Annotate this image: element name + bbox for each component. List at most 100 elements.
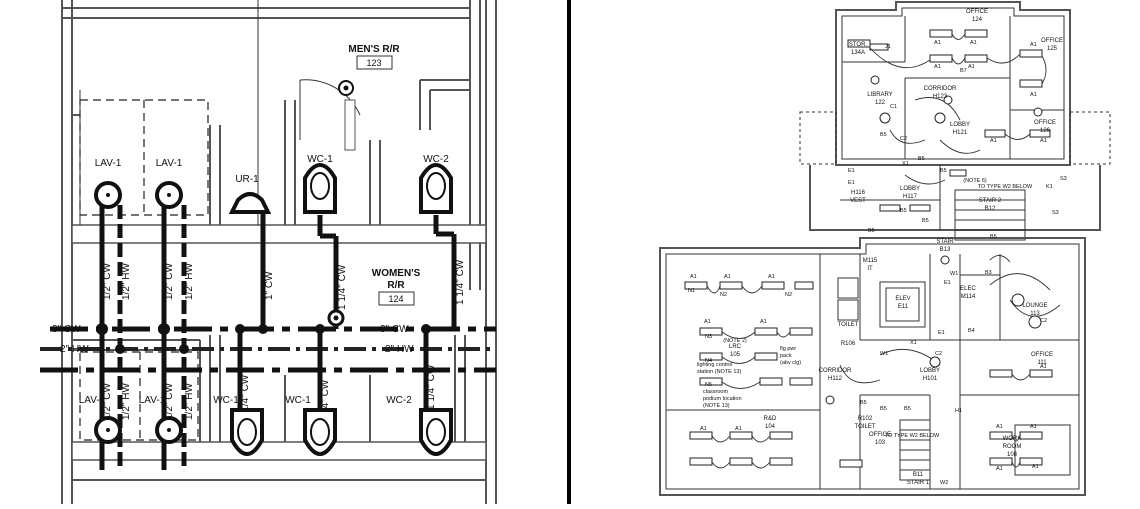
circuit-tag: E1 — [848, 168, 855, 174]
room-stair-b13-name: STAIR — [936, 239, 954, 245]
note-to-type-w2-below: TO TYPE W2 BELOW — [978, 184, 1033, 190]
circuit-tag: A1 — [724, 274, 731, 280]
room-toilet-r102-name: TOILET — [855, 424, 876, 430]
room-stor-number: 134A — [851, 50, 865, 56]
circuit-tag: N3 — [705, 334, 712, 340]
room-lounge-number: 113 — [1030, 311, 1040, 317]
room-corridor-h123-number: H123 — [933, 94, 948, 100]
circuit-tag: N1 — [688, 288, 695, 294]
circuit-tag: E1 — [848, 180, 855, 186]
room-lobby-h121-name: LOBBY — [950, 122, 970, 128]
main-cw-label-left: 3" CW — [52, 324, 81, 335]
room-library-number: 122 — [875, 100, 886, 106]
room-corridor-h123-name: CORRIDOR — [924, 86, 957, 92]
room-office125-name: OFFICE — [1041, 38, 1063, 44]
circuit-tag: A1 — [768, 274, 775, 280]
note-6: (NOTE 6) — [963, 178, 987, 184]
plumbing-plan: MEN'S R/R 123 WOMEN'S R/R 124 3" CW 3" C… — [0, 0, 566, 504]
circuit-tag: A1 — [934, 64, 941, 70]
circuit-tag: C2 — [1040, 318, 1047, 324]
fixture-lav-upper-a: LAV-1 — [95, 158, 122, 169]
fixture-lav-upper-b: LAV-1 — [156, 158, 183, 169]
main-cw-label-right: 3" CW — [380, 324, 409, 335]
round-fixtures — [825, 75, 1043, 405]
room-work-room-number: 108 — [1007, 452, 1018, 458]
fixture-wc-lower-a: WC-1 — [213, 395, 239, 406]
circuit-tag: B5 — [868, 228, 875, 234]
riser-label-u1: 1/2" CW — [102, 263, 113, 300]
room-vest-number: H116 — [851, 190, 866, 196]
circuit-tag: A1 — [1030, 92, 1037, 98]
room-lobby-h101-number: H101 — [923, 376, 938, 382]
womens-room-name-line1: WOMEN'S — [372, 268, 421, 279]
circuit-tag: W1 — [880, 351, 888, 357]
riser-label-l3: 1/2" CW — [164, 383, 175, 420]
circuit-tag: A1 — [704, 319, 711, 325]
riser-label-l5: 1 1/4" CW — [240, 374, 251, 420]
room-toilet-r106-name: TOILET — [838, 322, 859, 328]
circuit-tag: A1 — [996, 424, 1003, 430]
circuit-tag: B5 — [900, 208, 907, 214]
circuit-tag: A1 — [970, 40, 977, 46]
room-stair1-name: STAIR 1 — [907, 480, 930, 486]
room-corridor-h112-name: CORRIDOR — [819, 368, 852, 374]
note-to-type-w2-lower: TO TYPE W2 BELOW — [885, 433, 940, 439]
room-m115-number: IT — [867, 266, 873, 272]
room-corridor-h112-number: H112 — [828, 376, 843, 382]
mens-room-name: MEN'S R/R — [348, 44, 400, 55]
riser-label-u4: 1/2" HW — [184, 263, 195, 300]
room-office126-name: OFFICE — [1034, 120, 1056, 126]
light-fixtures — [684, 29, 1053, 468]
room-stair-b13-number: B13 — [940, 247, 951, 253]
riser-label-u7: 1 1/4" CW — [455, 259, 466, 305]
riser-label-l2: 1/2" HW — [121, 383, 132, 420]
fixture-wc-upper-a: WC-1 — [307, 154, 333, 165]
circuit-tag: B5 — [922, 218, 929, 224]
circuit-tag: B7 — [960, 68, 967, 74]
room-lobby-h121-number: H121 — [953, 130, 968, 136]
mens-room-number: 123 — [366, 58, 381, 68]
circuit-tag: B5 — [904, 406, 911, 412]
room-office111-number: 111 — [1037, 360, 1047, 366]
fixture-wc-lower-c: WC-2 — [386, 395, 412, 406]
circuit-tag: N2 — [785, 292, 792, 298]
circuit-tag: A1 — [990, 138, 997, 144]
room-vest-name: VEST — [850, 198, 866, 204]
room-office103-name: OFFICE — [869, 432, 891, 438]
circuit-tag: A1 — [968, 64, 975, 70]
circuit-tag: B5 — [860, 400, 867, 406]
riser-label-u2: 1/2" HW — [121, 263, 132, 300]
note-lighting-control-line2: station (NOTE 13) — [697, 369, 741, 375]
room-rd-name: R&D — [764, 416, 777, 422]
room-stair2-name: STAIR 2 — [979, 198, 1002, 204]
room-m115-name: M115 — [863, 258, 878, 264]
fixture-ur: UR-1 — [235, 174, 259, 185]
room-stair1-number: B11 — [913, 472, 924, 478]
womens-room-name-line2: R/R — [387, 280, 405, 291]
riser-label-u3: 1/2" CW — [164, 263, 175, 300]
circuit-tag: A1 — [1030, 424, 1037, 430]
circuit-tag: W1 — [950, 271, 958, 277]
room-elec-name: ELEC — [960, 286, 976, 292]
note-2: (NOTE 2) — [723, 338, 747, 344]
room-work-room-name-line2: ROOM — [1003, 444, 1022, 450]
riser-label-l7: 1 1/4" CW — [426, 364, 437, 410]
circuit-tag: E1 — [938, 330, 945, 336]
room-office124-name: OFFICE — [966, 9, 988, 15]
fixture-wc-upper-b: WC-2 — [423, 154, 449, 165]
room-office124-number: 124 — [972, 17, 983, 23]
circuit-tag: J1 — [885, 44, 891, 50]
riser-label-l4: 1/2" HW — [184, 383, 195, 420]
circuit-tag: N2 — [720, 292, 727, 298]
circuit-tag: X1 — [902, 161, 909, 167]
note-flg-pwr-line2: pack — [780, 353, 792, 359]
circuit-tag: K1 — [1046, 184, 1053, 190]
note-classroom-line2: podium location — [703, 396, 742, 402]
room-elev-number: E11 — [898, 304, 909, 310]
main-hw-label-left: 2" HW — [60, 344, 89, 355]
room-lrc-name: LRC — [729, 344, 742, 350]
circuit-tag: B3 — [985, 270, 992, 276]
